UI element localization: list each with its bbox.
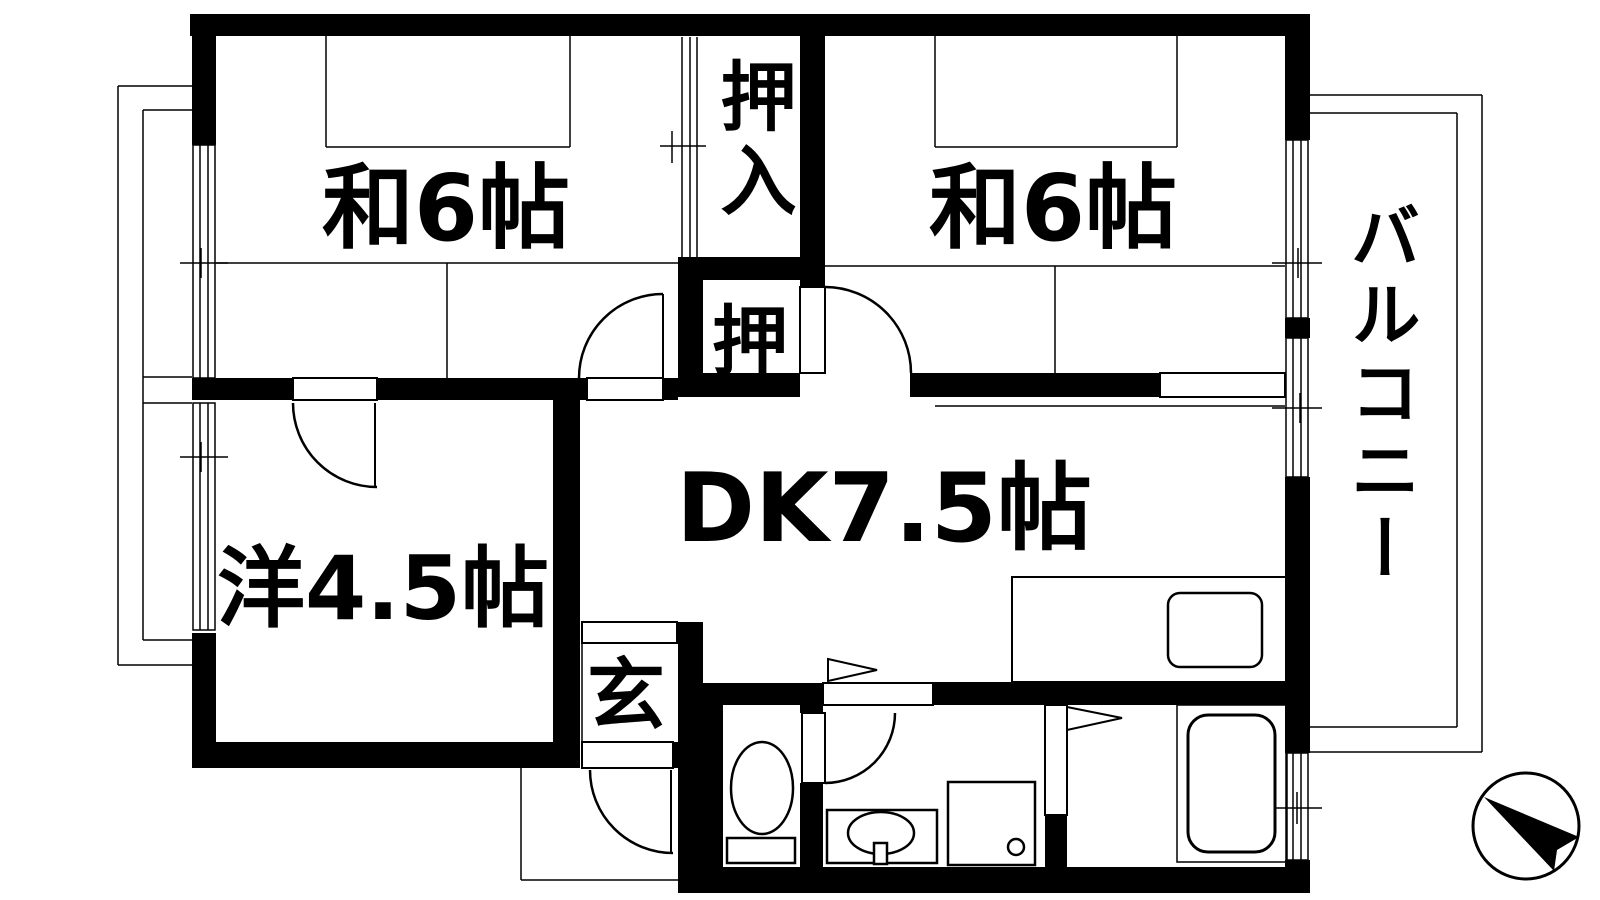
washroom-sliding-door — [822, 682, 934, 706]
window-frame — [1285, 139, 1309, 319]
left-corridor-outline — [117, 85, 192, 666]
kitchen-counter — [1011, 576, 1288, 683]
washing-machine-pan-icon — [946, 780, 1037, 867]
doors — [291, 37, 1286, 855]
toilet-door-leaf — [801, 712, 826, 784]
genkan-opening — [581, 621, 678, 644]
window-left-upper — [180, 144, 228, 379]
toilet-icon — [725, 740, 797, 865]
label-genkan: 玄 — [587, 651, 665, 741]
entrance-door-closed — [581, 741, 674, 769]
room-labels: 和6帖 和6帖 押入 押 洋4.5帖 DK7.5帖 玄 バルコニー — [217, 57, 1421, 741]
bathtub-icon — [1186, 713, 1277, 854]
label-closet-oshiire: 押入 — [708, 57, 797, 225]
washing-machine-drain — [1006, 837, 1026, 857]
compass-north-arrow — [1484, 797, 1579, 871]
label-japanese-room-left: 和6帖 — [322, 155, 570, 262]
fixtures — [725, 576, 1288, 867]
wall-mid-a — [192, 378, 293, 400]
wall-east-b — [1285, 318, 1310, 338]
western-room-door-arc — [291, 402, 378, 489]
wall-mid-b — [377, 378, 587, 400]
entrance-door-arc — [588, 769, 674, 855]
wall-western-right — [553, 380, 580, 742]
label-japanese-room-right: 和6帖 — [929, 155, 1177, 262]
oshiire-fusuma — [660, 37, 706, 257]
label-balcony: バルコニー — [1339, 200, 1421, 590]
tatami-lines — [216, 36, 1285, 378]
wall-oshiire-right — [800, 36, 825, 287]
entrance-porch-outline — [520, 768, 678, 881]
wall-toilet-right-top — [800, 705, 823, 713]
wall-left-lower — [192, 633, 216, 742]
wall-entrance-east — [673, 742, 703, 768]
window-east-middle — [1272, 337, 1322, 478]
wall-bath-divider-foot — [1045, 815, 1067, 867]
window-frame — [1285, 752, 1309, 861]
washbasin-tap — [872, 841, 889, 866]
washbasin-icon — [825, 808, 939, 866]
wall-oshiire-bottom — [678, 257, 800, 280]
balcony-sliding-opening — [1159, 372, 1286, 398]
wall-east-c — [1285, 477, 1310, 753]
wall-washroom-north-east — [933, 682, 1310, 705]
left-room-door-opening — [586, 377, 664, 401]
window-bathroom — [1272, 752, 1322, 861]
wall-mid-c — [663, 378, 678, 400]
toilet-bowl — [729, 740, 795, 836]
walls — [190, 14, 1310, 893]
wall-top — [190, 14, 1310, 36]
wall-east-a — [1285, 36, 1310, 140]
right-room-door-arc — [824, 285, 913, 374]
window-left-lower — [180, 402, 228, 631]
western-room-door-opening — [292, 377, 378, 401]
wall-oshi-bottom — [703, 373, 800, 397]
left-room-door-arc — [577, 292, 664, 379]
window-frame — [192, 144, 216, 379]
bathroom-floor-pan — [1176, 704, 1288, 863]
bathroom-folding-door-leaf — [1044, 704, 1068, 816]
label-dining-kitchen: DK7.5帖 — [676, 454, 1092, 564]
kitchen-sink-icon — [1166, 591, 1264, 669]
wall-western-bottom — [192, 742, 580, 768]
wall-right-room-bottom — [910, 373, 1160, 397]
window-frame — [192, 402, 216, 631]
label-western-room: 洋4.5帖 — [217, 537, 549, 640]
wall-toilet-right-bottom — [800, 783, 823, 867]
wall-left-upper — [192, 14, 216, 145]
wall-bottom — [678, 867, 1310, 893]
washroom-door-arrow-icon — [827, 657, 878, 683]
label-closet-oshi: 押 — [712, 297, 788, 386]
balcony-outline — [1287, 94, 1483, 753]
wall-washroom-north-west — [703, 683, 823, 705]
compass-icon — [1471, 771, 1581, 881]
windows — [180, 139, 1322, 861]
toilet-door-arc — [824, 712, 897, 785]
wall-toilet-left — [703, 705, 723, 867]
wall-oshi-left — [678, 280, 703, 397]
bathroom-folding-door-icon — [1066, 705, 1123, 732]
toilet-tank — [725, 836, 797, 865]
right-room-door-leaf — [799, 286, 826, 374]
window-east-upper — [1272, 139, 1322, 319]
